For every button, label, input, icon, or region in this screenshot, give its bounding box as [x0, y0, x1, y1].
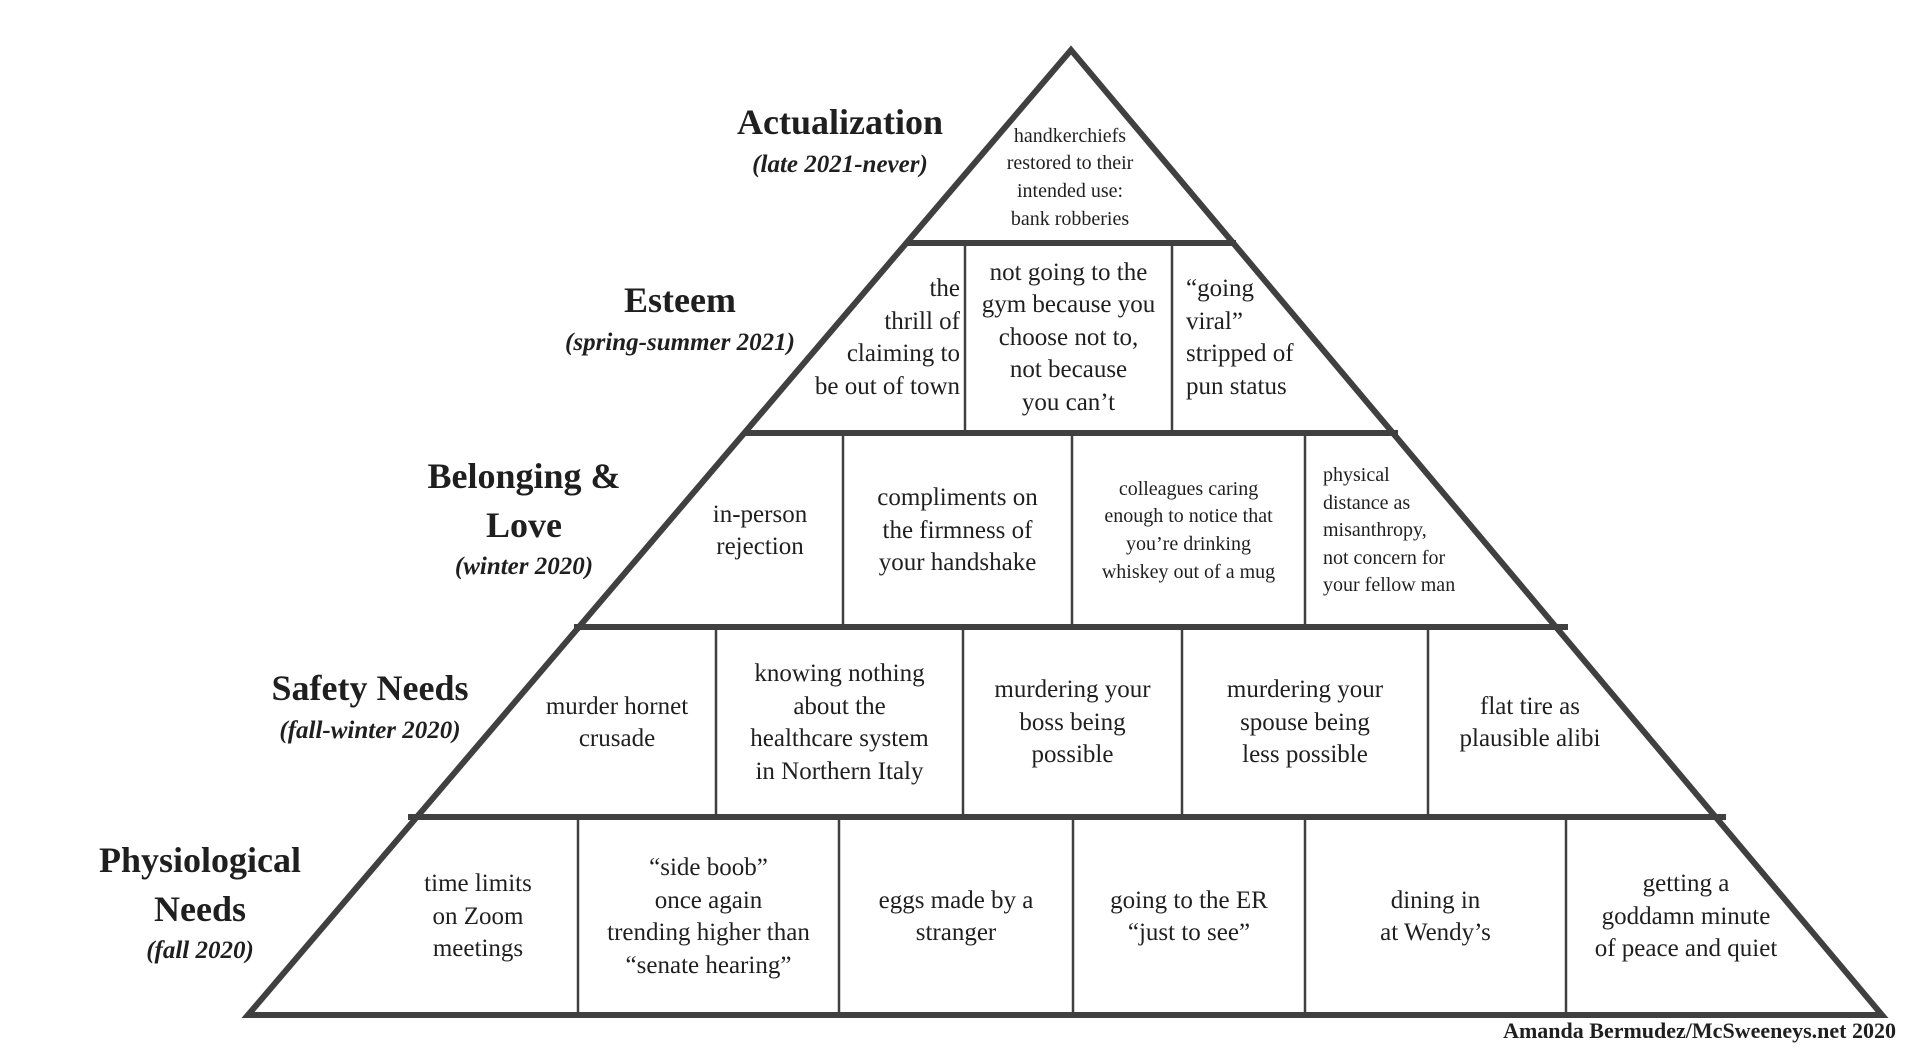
pyramid-cell: going to the ER “just to see” — [1075, 822, 1303, 1012]
credit-line: Amanda Bermudez/McSweeneys.net 2020 — [1503, 1018, 1896, 1043]
level-period: (late 2021-never) — [752, 150, 928, 178]
pyramid-cell: physical distance as misanthropy, not co… — [1307, 438, 1497, 624]
pyramid-cell: murdering your spouse being less possibl… — [1184, 632, 1426, 814]
level-label-esteem: Esteem (spring-summer 2021) — [520, 276, 840, 359]
level-title: Esteem — [624, 280, 736, 320]
pyramid-cell: “going viral” stripped of pun status — [1174, 248, 1324, 428]
cell-text: murdering your boss being possible — [994, 676, 1151, 769]
level-period: (winter 2020) — [454, 553, 594, 581]
cell-text: not going to the gym because you choose … — [981, 258, 1156, 416]
cell-text: dining in at Wendy’s — [1380, 886, 1491, 947]
cell-text: in-person rejection — [712, 500, 808, 561]
cell-text: the thrill of claiming to be out of town — [814, 275, 960, 400]
pyramid-cell: flat tire as plausible alibi — [1430, 632, 1630, 814]
pyramid-cell: time limits on Zoom meetings — [380, 822, 576, 1012]
pyramid-cell: colleagues caring enough to notice that … — [1074, 438, 1303, 624]
cell-text: colleagues caring enough to notice that … — [1101, 477, 1276, 583]
cell-text: time limits on Zoom meetings — [424, 870, 532, 963]
pyramid-cell: handkerchiefs restored to their intended… — [960, 122, 1180, 234]
cell-text: handkerchiefs restored to their intended… — [1006, 124, 1134, 230]
cell-text: murder hornet crusade — [545, 692, 689, 753]
cell-text: murdering your spouse being less possibl… — [1226, 676, 1384, 769]
level-period: (fall-winter 2020) — [279, 716, 461, 744]
cell-text: “going viral” stripped of pun status — [1186, 275, 1294, 400]
pyramid-cell: “side boob” once again trending higher t… — [580, 822, 837, 1012]
level-label-belonging: Belonging & Love (winter 2020) — [384, 452, 664, 584]
cell-text: eggs made by a stranger — [878, 886, 1034, 947]
level-title: Safety Needs — [271, 668, 469, 708]
cell-text: “side boob” once again trending higher t… — [607, 854, 810, 979]
pyramid-cell: compliments on the firmness of your hand… — [845, 438, 1070, 624]
cell-text: knowing nothing about the healthcare sys… — [750, 660, 929, 785]
pyramid-cell: getting a goddamn minute of peace and qu… — [1568, 822, 1804, 1012]
level-title: Actualization — [737, 102, 943, 142]
level-label-safety: Safety Needs (fall-winter 2020) — [220, 664, 520, 747]
pyramid-cell: not going to the gym because you choose … — [967, 248, 1170, 428]
pyramid-cell: the thrill of claiming to be out of town — [790, 248, 960, 428]
cell-text: compliments on the firmness of your hand… — [877, 484, 1038, 577]
cell-text: flat tire as plausible alibi — [1459, 692, 1601, 753]
pyramid-cell: murdering your boss being possible — [965, 632, 1180, 814]
pyramid-cell: dining in at Wendy’s — [1307, 822, 1564, 1012]
level-title: Belonging & Love — [427, 456, 621, 545]
level-period: (spring-summer 2021) — [565, 328, 795, 356]
level-title: Physiological Needs — [98, 840, 301, 929]
cell-text: going to the ER “just to see” — [1110, 886, 1268, 947]
cell-dividers — [576, 243, 1568, 1015]
pyramid-cell: knowing nothing about the healthcare sys… — [718, 632, 961, 814]
pyramid-cell: in-person rejection — [680, 438, 840, 624]
pyramid-triangle — [241, 45, 1889, 1018]
level-label-actualization: Actualization (late 2021-never) — [690, 98, 990, 181]
level-label-physiological: Physiological Needs (fall 2020) — [60, 836, 340, 968]
cell-text: getting a goddamn minute of peace and qu… — [1594, 870, 1778, 963]
level-period: (fall 2020) — [146, 937, 254, 965]
pyramid-cell: eggs made by a stranger — [841, 822, 1071, 1012]
pyramid-cell: murder hornet crusade — [520, 632, 714, 814]
cell-text: physical distance as misanthropy, not co… — [1323, 464, 1456, 597]
